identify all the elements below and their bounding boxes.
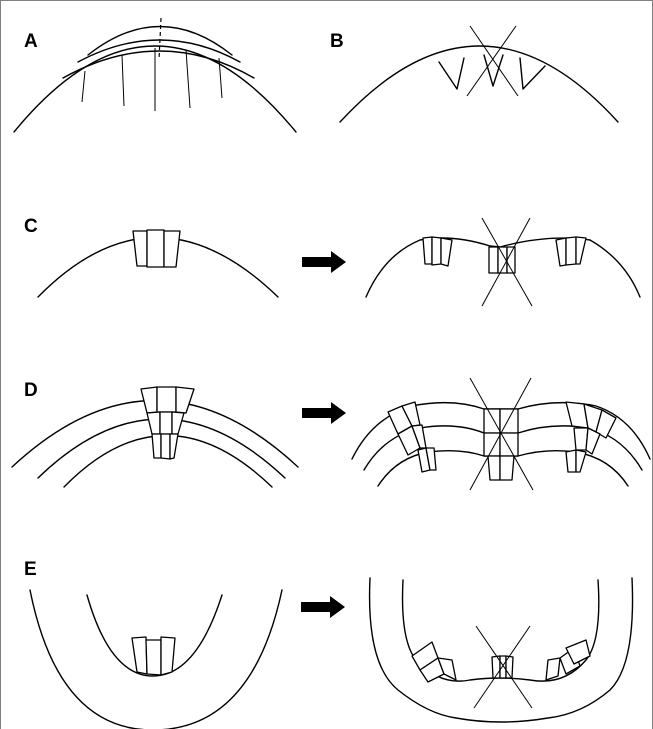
panel-a-divider-2: [122, 55, 124, 106]
panel-d-after: [352, 378, 650, 490]
panel-c-center-cell-1: [489, 247, 498, 273]
panel-c-left-cell-1: [423, 237, 432, 264]
panel-b-outer-arc: [340, 46, 618, 122]
panel-a-divider-1: [82, 71, 85, 102]
panel-d-label: D: [24, 380, 38, 401]
right-arrow-icon: [301, 596, 345, 618]
panel-d-top-cell-2: [157, 387, 176, 412]
panel-d-before: D: [12, 380, 298, 487]
panel-d-mid-cell-2: [160, 412, 172, 434]
panel-d-bottom-cell-1: [152, 434, 161, 458]
panel-d-mid-cell-1: [147, 412, 160, 434]
panel-d-center-cell-3: [484, 433, 500, 456]
panel-d-bottom-cell-2: [161, 434, 170, 459]
panel-c-left-cell-3: [441, 238, 452, 266]
panel-d-bottom-cell-3: [170, 434, 178, 459]
panel-e-center-cell-2: [500, 656, 506, 678]
panel-b-right-notch: [520, 58, 545, 89]
panel-d-mid-cell-3: [172, 412, 184, 434]
panel-c-cell-1: [133, 231, 147, 266]
panel-e-label: E: [24, 559, 37, 580]
panel-c-cell-3: [164, 231, 180, 267]
panel-d-center-cell-1: [484, 409, 500, 433]
panel-e-right-outer: [370, 578, 633, 722]
panel-b-label: B: [330, 31, 344, 52]
panel-c-cell-2: [147, 230, 164, 267]
panel-c-after: [366, 218, 640, 306]
panel-d-right-cell-7: [576, 450, 586, 472]
panel-c-before: C: [24, 216, 278, 297]
panel-d-top-cell-1: [141, 387, 157, 413]
panel-c-right-cell-2: [566, 237, 576, 265]
right-arrow-icon: [302, 251, 346, 273]
panel-a-label: A: [24, 31, 38, 52]
panel-d-center-cell-5: [488, 456, 500, 480]
panel-b: B: [330, 26, 618, 122]
panel-d-top-cell-3: [176, 387, 194, 413]
panel-b-left-notch: [439, 58, 464, 89]
panel-a-cut-line: [159, 18, 161, 60]
panel-e-right-cell-1: [546, 658, 560, 680]
panel-c-right-cell-1: [556, 238, 566, 266]
panel-d-center-cell-6: [500, 456, 514, 480]
panel-e-cell-2: [146, 640, 161, 675]
panel-a-divider-4: [186, 50, 190, 108]
right-arrow-icon: [302, 402, 346, 424]
panel-e-after: [370, 578, 633, 722]
panel-a: A: [14, 18, 296, 132]
panel-d-right-cell-6: [566, 450, 576, 472]
panel-e-before: E: [24, 559, 282, 729]
panel-e-cell-1: [132, 637, 147, 674]
panel-c-left-cell-2: [432, 237, 441, 265]
panel-c-label: C: [24, 216, 38, 237]
panel-c-right-cell-3: [576, 237, 586, 264]
panel-e-cell-3: [161, 637, 175, 675]
